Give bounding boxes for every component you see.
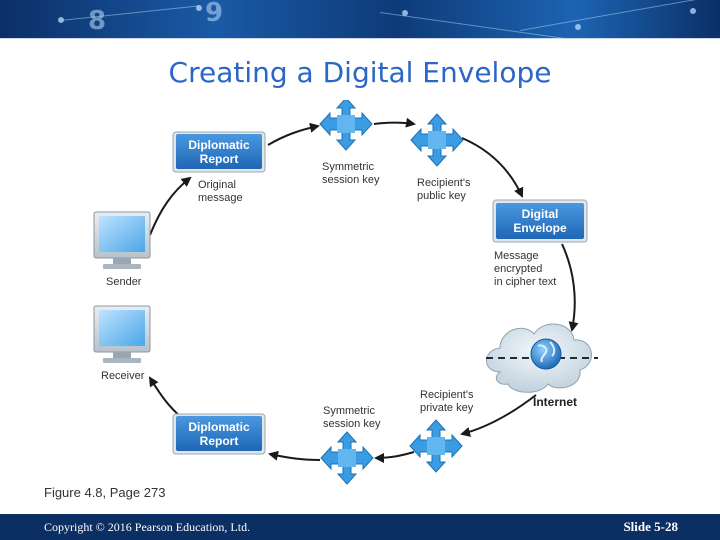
sender-computer-icon	[93, 211, 151, 269]
digital-envelope-diagram: Diplomatic Report Digital Envelope Diplo…	[93, 100, 598, 485]
symmetric-session-key-bottom-label: Symmetric session key	[323, 405, 381, 430]
internet-label: Internet	[533, 395, 577, 409]
diplomatic-report-bottom: Diplomatic Report	[172, 413, 266, 455]
header-rule	[0, 38, 720, 42]
arrow-sender-to-report	[149, 176, 192, 236]
footer-bar: Copyright © 2016 Pearson Education, Ltd.…	[0, 514, 720, 540]
arrow-report-to-receiver	[148, 376, 183, 419]
diplomatic-report-top: Diplomatic Report	[172, 131, 266, 173]
recipient-private-key-label: Recipient's private key	[420, 389, 477, 414]
receiver-label: Receiver	[101, 370, 145, 382]
sender-label: Sender	[106, 276, 142, 288]
copyright-text: Copyright © 2016 Pearson Education, Ltd.	[44, 520, 251, 534]
arrow-key-to-key-bottom	[374, 451, 415, 463]
diplomatic-report-top-label: Diplomatic Report	[188, 138, 250, 166]
message-encrypted-label: Message encrypted in cipher text	[494, 250, 556, 288]
slide-number: Slide 5-28	[623, 519, 678, 534]
arrow-key-to-key	[373, 117, 416, 128]
symmetric-key-top-icon	[319, 100, 373, 151]
arrow-internet-to-key-bottom	[460, 394, 537, 437]
internet-cloud-icon	[486, 323, 598, 393]
public-key-icon	[410, 113, 464, 167]
arrow-envelope-to-internet	[561, 243, 579, 332]
banner-digit-8: 8	[88, 6, 107, 36]
arrow-key-to-report-bottom	[268, 450, 321, 461]
symmetric-session-key-top-label: Symmetric session key	[322, 161, 380, 186]
recipient-public-key-label: Recipient's public key	[417, 177, 474, 202]
digital-envelope-label: Digital Envelope	[513, 207, 567, 235]
header-banner: 8 9	[0, 0, 720, 38]
symmetric-key-bottom-icon	[320, 431, 374, 485]
original-message-label: Original message	[198, 179, 243, 204]
figure-caption: Figure 4.8, Page 273	[44, 485, 166, 500]
digital-envelope-document: Digital Envelope	[492, 199, 588, 243]
slide-title: Creating a Digital Envelope	[168, 56, 552, 89]
receiver-computer-icon	[93, 305, 151, 363]
arrow-key-to-envelope	[461, 137, 524, 198]
banner-digit-9: 9	[205, 0, 224, 28]
diplomatic-report-bottom-label: Diplomatic Report	[188, 420, 250, 448]
private-key-icon	[409, 419, 463, 473]
arrow-report-to-key-top	[267, 122, 320, 146]
